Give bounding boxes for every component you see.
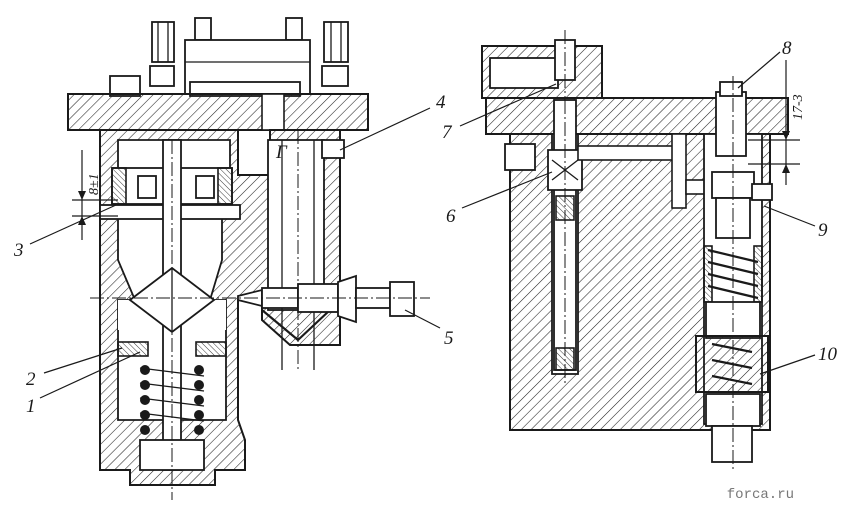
flange-plate xyxy=(67,93,369,131)
callout-4: 4 xyxy=(436,92,446,113)
dimension-left: 8±1 xyxy=(72,150,118,240)
callout-1: 1 xyxy=(26,396,36,417)
callout-3: 3 xyxy=(13,240,24,261)
watermark: forca.ru xyxy=(727,487,794,503)
callout-2: 2 xyxy=(26,369,36,390)
plug-4 xyxy=(321,139,345,159)
top-studs xyxy=(109,17,349,97)
callout-6: 6 xyxy=(446,206,456,227)
channel-g-label: Г xyxy=(275,142,288,163)
bolt-8 xyxy=(715,91,747,157)
right-section-view xyxy=(481,30,789,470)
callout-7: 7 xyxy=(442,122,453,143)
dimension-left-text: 8±1 xyxy=(87,173,102,195)
plug-9 xyxy=(751,183,773,201)
callout-9: 9 xyxy=(818,220,828,241)
cross-channel xyxy=(577,145,679,161)
dimension-right: 17-3 xyxy=(748,60,806,185)
dimension-right-text: 17-3 xyxy=(791,94,806,120)
callout-10: 10 xyxy=(818,344,838,365)
seat-ring-left xyxy=(117,341,149,357)
leader-lines xyxy=(29,51,816,399)
left-section-view xyxy=(67,17,430,500)
callout-8: 8 xyxy=(782,38,792,59)
channel-g xyxy=(267,139,325,311)
callout-5: 5 xyxy=(444,328,454,349)
seat-ring-right xyxy=(195,341,227,357)
